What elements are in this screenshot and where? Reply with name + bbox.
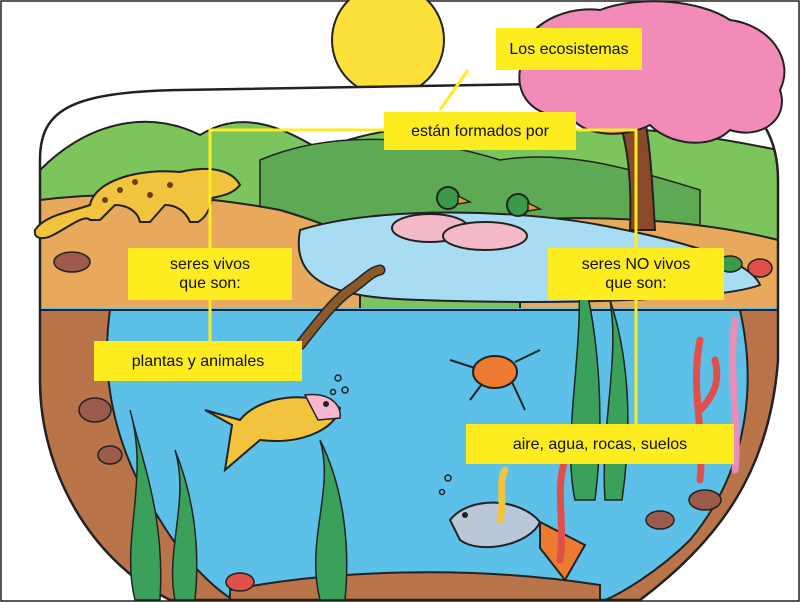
formed-by-label: están formados por — [384, 112, 576, 150]
living-things-label: seres vivos que son: — [128, 248, 292, 300]
ecosystems-title-label: Los ecosistemas — [496, 28, 642, 70]
nonliving-examples-label: aire, agua, rocas, suelos — [466, 424, 734, 464]
nonliving-things-label: seres NO vivos que son: — [548, 248, 724, 300]
living-examples-label: plantas y animales — [94, 341, 302, 381]
